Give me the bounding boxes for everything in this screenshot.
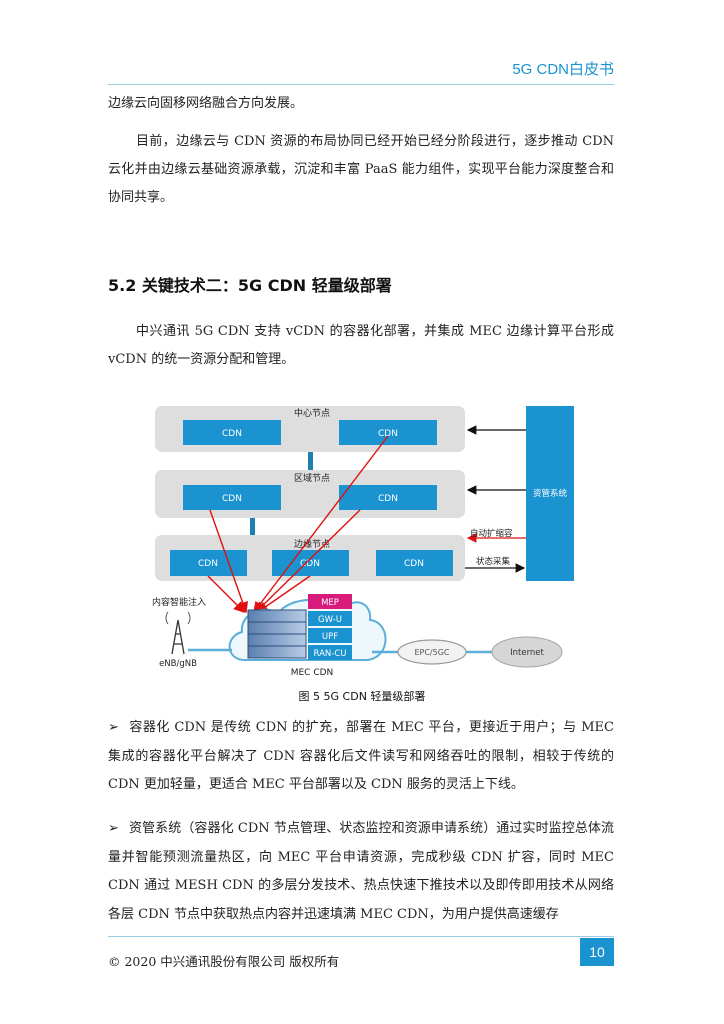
content-inject-label: 内容智能注入 bbox=[152, 596, 206, 608]
bullet-arrow-icon: ➢ bbox=[108, 821, 119, 836]
cdn-label: CDN bbox=[222, 494, 242, 504]
mec-cdn-label: MEC CDN bbox=[291, 668, 334, 678]
upf-label: UPF bbox=[322, 632, 338, 642]
gwu-label: GW-U bbox=[318, 615, 342, 625]
inject-arrow bbox=[209, 509, 249, 614]
tower-icon bbox=[171, 619, 185, 655]
internet-cloud bbox=[491, 636, 563, 668]
paragraph-2: 目前，边缘云与 CDN 资源的布局协同已经开始已经分阶段进行，逐步推动 CDN … bbox=[108, 134, 614, 205]
cdn-label: CDN bbox=[378, 429, 398, 439]
cdn-box bbox=[183, 420, 281, 445]
auto-scale-label: 自动扩缩容 bbox=[470, 528, 513, 539]
figure-caption: 图 5 5G CDN 轻量级部署 bbox=[298, 690, 426, 703]
mep-label: MEP bbox=[321, 598, 339, 608]
footer-copyright: © 2020 中兴通讯股份有限公司 版权所有 bbox=[108, 954, 340, 969]
cdn-label: CDN bbox=[198, 559, 218, 569]
cdn-box bbox=[339, 485, 437, 510]
rancu-box bbox=[308, 645, 352, 660]
cdn-box bbox=[339, 420, 437, 445]
header-title: 5G CDN白皮书 bbox=[512, 61, 614, 78]
inject-arrow bbox=[253, 435, 389, 614]
mgmt-system-label: 资管系统 bbox=[533, 488, 568, 499]
header-rule bbox=[108, 84, 614, 85]
mgmt-system-box bbox=[526, 406, 574, 581]
inject-arrow bbox=[207, 575, 245, 613]
cdn-label: CDN bbox=[404, 559, 424, 569]
region-node-label: 区域节点 bbox=[294, 472, 330, 484]
connector-center-region bbox=[308, 450, 313, 470]
rancu-label: RAN-CU bbox=[314, 649, 347, 659]
bullet-text-2: 资管系统（容器化 CDN 节点管理、状态监控和资源申请系统）通过实时监控总体流量… bbox=[108, 821, 614, 922]
deployment-diagram: 中心节点 CDN CDN 区域节点 CDN CDN 边缘节点 CDN CDN C… bbox=[152, 406, 574, 678]
bullet-item-2: ➢资管系统（容器化 CDN 节点管理、状态监控和资源申请系统）通过实时监控总体流… bbox=[108, 815, 614, 929]
internet-label: Internet bbox=[510, 648, 544, 658]
cdn-label: CDN bbox=[300, 559, 320, 569]
upf-box bbox=[308, 628, 352, 643]
inject-arrow bbox=[255, 509, 361, 613]
center-node-label: 中心节点 bbox=[294, 407, 330, 419]
bullet-item-1: ➢容器化 CDN 是传统 CDN 的扩充，部署在 MEC 平台，更接近于用户；与… bbox=[108, 714, 614, 800]
paragraph-3: 中兴通讯 5G CDN 支持 vCDN 的容器化部署，并集成 MEC 边缘计算平… bbox=[108, 324, 614, 367]
epc-label: EPC/5GC bbox=[414, 648, 449, 657]
page-number: 10 bbox=[580, 938, 614, 966]
enb-label: eNB/gNB bbox=[159, 659, 197, 669]
cdn-label: CDN bbox=[378, 494, 398, 504]
signal-icon bbox=[165, 611, 191, 625]
section-heading: 5.2 关键技术二：5G CDN 轻量级部署 bbox=[108, 276, 392, 295]
cdn-box bbox=[183, 485, 281, 510]
bullet-arrow-icon: ➢ bbox=[108, 720, 119, 735]
cdn-box bbox=[376, 550, 453, 576]
paragraph-1: 边缘云向固移网络融合方向发展。 bbox=[108, 96, 304, 111]
connector-region-edge bbox=[250, 516, 255, 536]
mep-box bbox=[308, 594, 352, 609]
cdn-label: CDN bbox=[222, 429, 242, 439]
status-collect-label: 状态采集 bbox=[476, 556, 511, 567]
inject-arrow bbox=[256, 575, 311, 613]
cdn-box bbox=[170, 550, 247, 576]
footer-rule bbox=[108, 936, 614, 937]
gwu-box bbox=[308, 611, 352, 626]
bullet-text-1: 容器化 CDN 是传统 CDN 的扩充，部署在 MEC 平台，更接近于用户；与 … bbox=[108, 720, 614, 792]
